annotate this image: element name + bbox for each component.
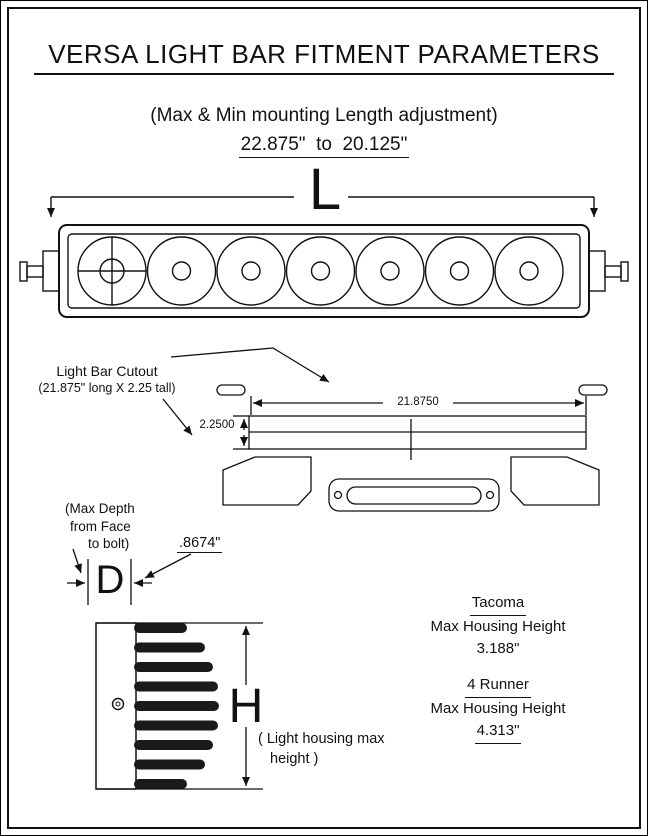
housing-side-view xyxy=(95,622,219,790)
depth-dimension-lines xyxy=(67,548,192,605)
housing-caption-line2: height ) xyxy=(270,750,319,767)
vehicle-specs: Tacoma Max Housing Height 3.188" 4 Runne… xyxy=(399,592,597,744)
depth-label-line1: (Max Depth xyxy=(65,501,135,516)
dim-label-height: H xyxy=(228,680,264,733)
depth-value-text: .8674" xyxy=(177,535,223,553)
cutout-label: Light Bar Cutout (21.875" long X 2.25 ta… xyxy=(21,363,193,396)
depth-label: (Max Depth from Face to bolt) xyxy=(65,500,169,553)
spec-runner-value: 4.313" xyxy=(399,720,597,744)
depth-value: .8674" xyxy=(177,535,247,553)
cutout-view xyxy=(162,347,608,512)
spec-tacoma-title-text: Tacoma xyxy=(469,592,527,616)
adjustment-range: 22.875" to 20.125" xyxy=(1,134,647,158)
cutout-height-dimension: 2.2500 xyxy=(199,419,235,431)
length-dimension-lines xyxy=(47,196,598,217)
spec-runner-title: 4 Runner xyxy=(399,674,597,698)
height-dimension-lines xyxy=(96,622,263,790)
spec-tacoma-value: 3.188" xyxy=(476,639,520,657)
depth-label-line2: from Face xyxy=(70,518,131,534)
housing-fins xyxy=(134,623,219,789)
spec-tacoma-title: Tacoma xyxy=(399,592,597,616)
light-bar-front-view xyxy=(19,224,629,318)
page-title: VERSA LIGHT BAR FITMENT PARAMETERS xyxy=(1,39,647,75)
spec-runner-value-text: 4.313" xyxy=(474,720,522,744)
spec-runner-title-text: 4 Runner xyxy=(465,674,531,698)
dim-label-depth: D xyxy=(95,558,125,602)
cutout-label-line1: Light Bar Cutout xyxy=(56,363,158,379)
dim-label-length: L xyxy=(308,157,342,222)
page-title-text: VERSA LIGHT BAR FITMENT PARAMETERS xyxy=(34,39,614,75)
depth-label-line3: to bolt) xyxy=(88,536,130,552)
cutout-length-dimension: 21.8750 xyxy=(384,396,452,408)
adjustment-range-text: 22.875" to 20.125" xyxy=(238,134,410,158)
subtitle: (Max & Min mounting Length adjustment) xyxy=(150,105,498,126)
housing-caption: ( Light housing max height ) xyxy=(258,730,448,769)
cutout-label-line2: (21.875" long X 2.25 tall) xyxy=(38,380,176,395)
spec-tacoma-subtitle: Max Housing Height xyxy=(430,617,566,635)
spec-runner-subtitle: Max Housing Height xyxy=(430,700,566,717)
housing-caption-line1: ( Light housing max xyxy=(258,731,385,747)
